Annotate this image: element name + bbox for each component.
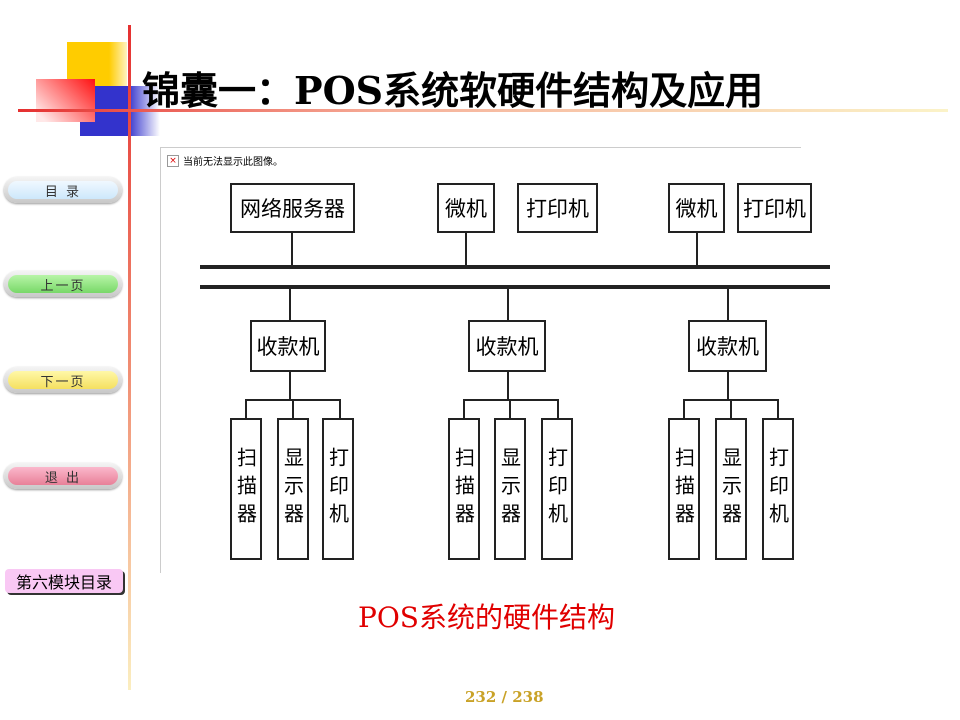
pc-box-1: 微机 <box>437 183 495 233</box>
printer-vbox-3: 打印机 <box>762 418 794 560</box>
connector <box>339 399 341 418</box>
printer-box-1: 打印机 <box>517 183 598 233</box>
connector <box>465 233 467 267</box>
logo-red-square <box>36 79 95 122</box>
module-toc-button[interactable]: 第六模块目录 <box>5 569 123 593</box>
connector <box>507 289 509 320</box>
connector <box>507 372 509 400</box>
printer-vbox-1: 打印机 <box>322 418 354 560</box>
connector <box>557 399 559 418</box>
connector <box>727 289 729 320</box>
connector <box>463 399 465 418</box>
printer-box-2: 打印机 <box>737 183 812 233</box>
printer-vbox-2: 打印机 <box>541 418 573 560</box>
scanner-box-3: 扫描器 <box>668 418 700 560</box>
prev-label: 上一页 <box>8 275 118 294</box>
connector <box>289 372 291 400</box>
connector <box>727 372 729 400</box>
toc-button[interactable]: 目 录 <box>4 177 122 203</box>
server-box: 网络服务器 <box>230 183 355 233</box>
display-box-1: 显示器 <box>277 418 309 560</box>
connector <box>292 399 294 418</box>
exit-label: 退 出 <box>8 467 118 486</box>
exit-button[interactable]: 退 出 <box>4 463 122 489</box>
vertical-divider <box>128 25 131 690</box>
cashier-box-1: 收款机 <box>250 320 326 372</box>
connector <box>289 289 291 320</box>
connector <box>291 233 293 267</box>
connector <box>696 233 698 267</box>
pc-box-2: 微机 <box>668 183 725 233</box>
scanner-box-2: 扫描器 <box>448 418 480 560</box>
cashier-box-3: 收款机 <box>688 320 767 372</box>
page-title: 锦囊一：POS系统软硬件结构及应用 <box>142 68 764 113</box>
next-label: 下一页 <box>8 371 118 390</box>
page-separator: / <box>496 688 513 706</box>
page-total: 238 <box>512 688 544 706</box>
page-number: 232 / 238 <box>465 688 544 706</box>
broken-image-notice: × 当前无法显示此图像。 <box>167 153 283 168</box>
diagram-caption: POS系统的硬件结构 <box>358 601 615 634</box>
network-bus-upper <box>200 265 830 269</box>
connector <box>245 399 247 418</box>
connector <box>730 399 732 418</box>
connector <box>509 399 511 418</box>
prev-page-button[interactable]: 上一页 <box>4 271 122 297</box>
broken-image-text: 当前无法显示此图像。 <box>183 157 283 168</box>
cashier-box-2: 收款机 <box>468 320 546 372</box>
branch <box>463 399 559 401</box>
title-underline <box>18 109 948 112</box>
page-current: 232 <box>465 688 497 706</box>
next-page-button[interactable]: 下一页 <box>4 367 122 393</box>
toc-label: 目 录 <box>8 181 118 200</box>
display-box-2: 显示器 <box>494 418 526 560</box>
scanner-box-1: 扫描器 <box>230 418 262 560</box>
connector <box>683 399 685 418</box>
network-bus-lower <box>200 285 830 289</box>
display-box-3: 显示器 <box>715 418 747 560</box>
broken-image-icon: × <box>167 154 179 167</box>
connector <box>777 399 779 418</box>
image-placeholder <box>160 147 801 573</box>
